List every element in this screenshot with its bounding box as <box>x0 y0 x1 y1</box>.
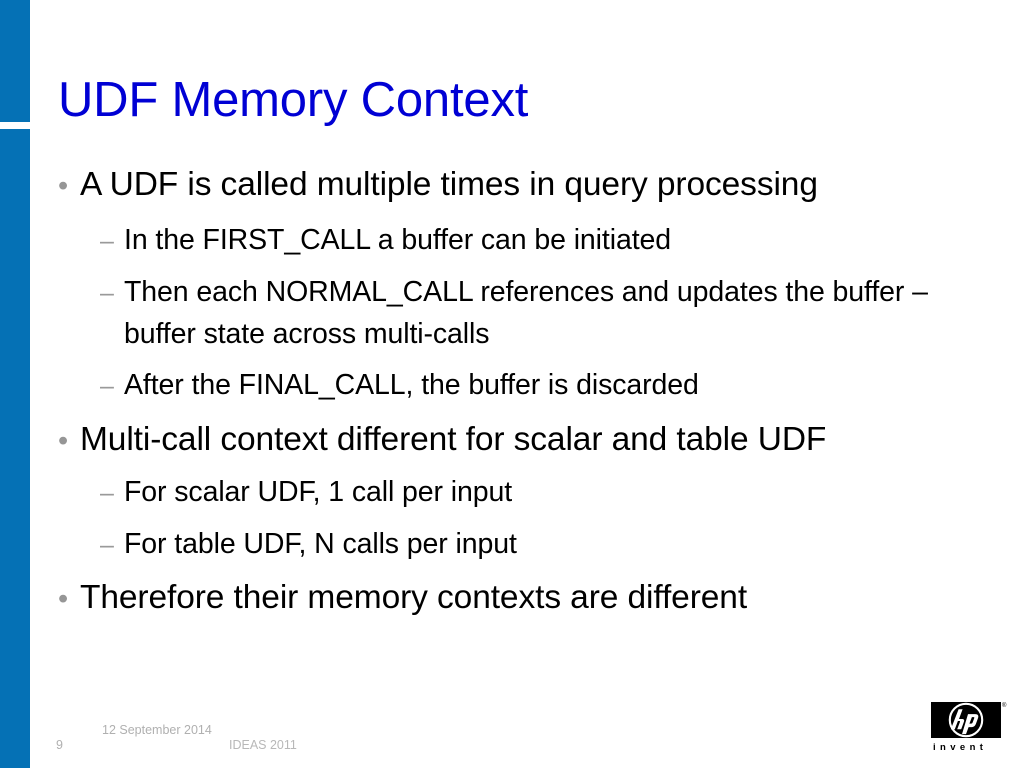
hp-wordmark-icon <box>931 702 1001 738</box>
spacer <box>50 210 930 219</box>
registered-trademark-icon: ® <box>1002 703 1007 709</box>
bullet-level2: – Then each NORMAL_CALL references and u… <box>50 271 930 355</box>
bullet-level1: • A UDF is called multiple times in quer… <box>50 162 930 210</box>
bullet-text: For table UDF, N calls per input <box>124 528 517 560</box>
hp-tagline: invent <box>933 742 988 753</box>
bullet-text: Therefore their memory contexts are diff… <box>80 579 748 616</box>
bullet-dash-icon: – <box>100 372 114 400</box>
hp-logo-box <box>931 702 1001 738</box>
slide-title: UDF Memory Context <box>58 73 529 127</box>
bullet-text: Then each NORMAL_CALL references and upd… <box>124 276 928 350</box>
bullet-dot-icon: • <box>58 425 69 457</box>
spacer <box>50 516 930 523</box>
bullet-text: Multi-call context different for scalar … <box>80 421 827 458</box>
spacer <box>50 409 930 417</box>
accent-bar-top <box>0 0 30 122</box>
footer-conference: IDEAS 2011 <box>229 738 297 752</box>
footer-date: 12 September 2014 <box>102 723 212 737</box>
bullet-text: In the FIRST_CALL a buffer can be initia… <box>124 224 672 256</box>
bullet-text: After the FINAL_CALL, the buffer is disc… <box>124 369 699 401</box>
slide-body: • A UDF is called multiple times in quer… <box>50 162 930 623</box>
bullet-level2: – In the FIRST_CALL a buffer can be init… <box>50 219 930 264</box>
bullet-text: For scalar UDF, 1 call per input <box>124 476 513 508</box>
bullet-dash-icon: – <box>100 227 114 255</box>
bullet-level2: – For scalar UDF, 1 call per input <box>50 471 930 516</box>
spacer <box>50 568 930 575</box>
bullet-text: A UDF is called multiple times in query … <box>80 166 818 203</box>
bullet-dot-icon: • <box>58 583 69 615</box>
bullet-dash-icon: – <box>100 479 114 507</box>
bullet-level1: • Multi-call context different for scala… <box>50 417 930 465</box>
bullet-level2: – After the FINAL_CALL, the buffer is di… <box>50 364 930 409</box>
accent-bar-bottom <box>0 129 30 768</box>
hp-invent-logo: ® invent <box>931 702 1009 760</box>
slide-number: 9 <box>56 738 63 752</box>
bullet-dot-icon: • <box>58 170 69 202</box>
spacer <box>50 264 930 271</box>
bullet-level1: • Therefore their memory contexts are di… <box>50 575 930 623</box>
spacer <box>50 355 930 364</box>
bullet-dash-icon: – <box>100 531 114 559</box>
bullet-level2: – For table UDF, N calls per input <box>50 523 930 568</box>
bullet-dash-icon: – <box>100 279 114 307</box>
